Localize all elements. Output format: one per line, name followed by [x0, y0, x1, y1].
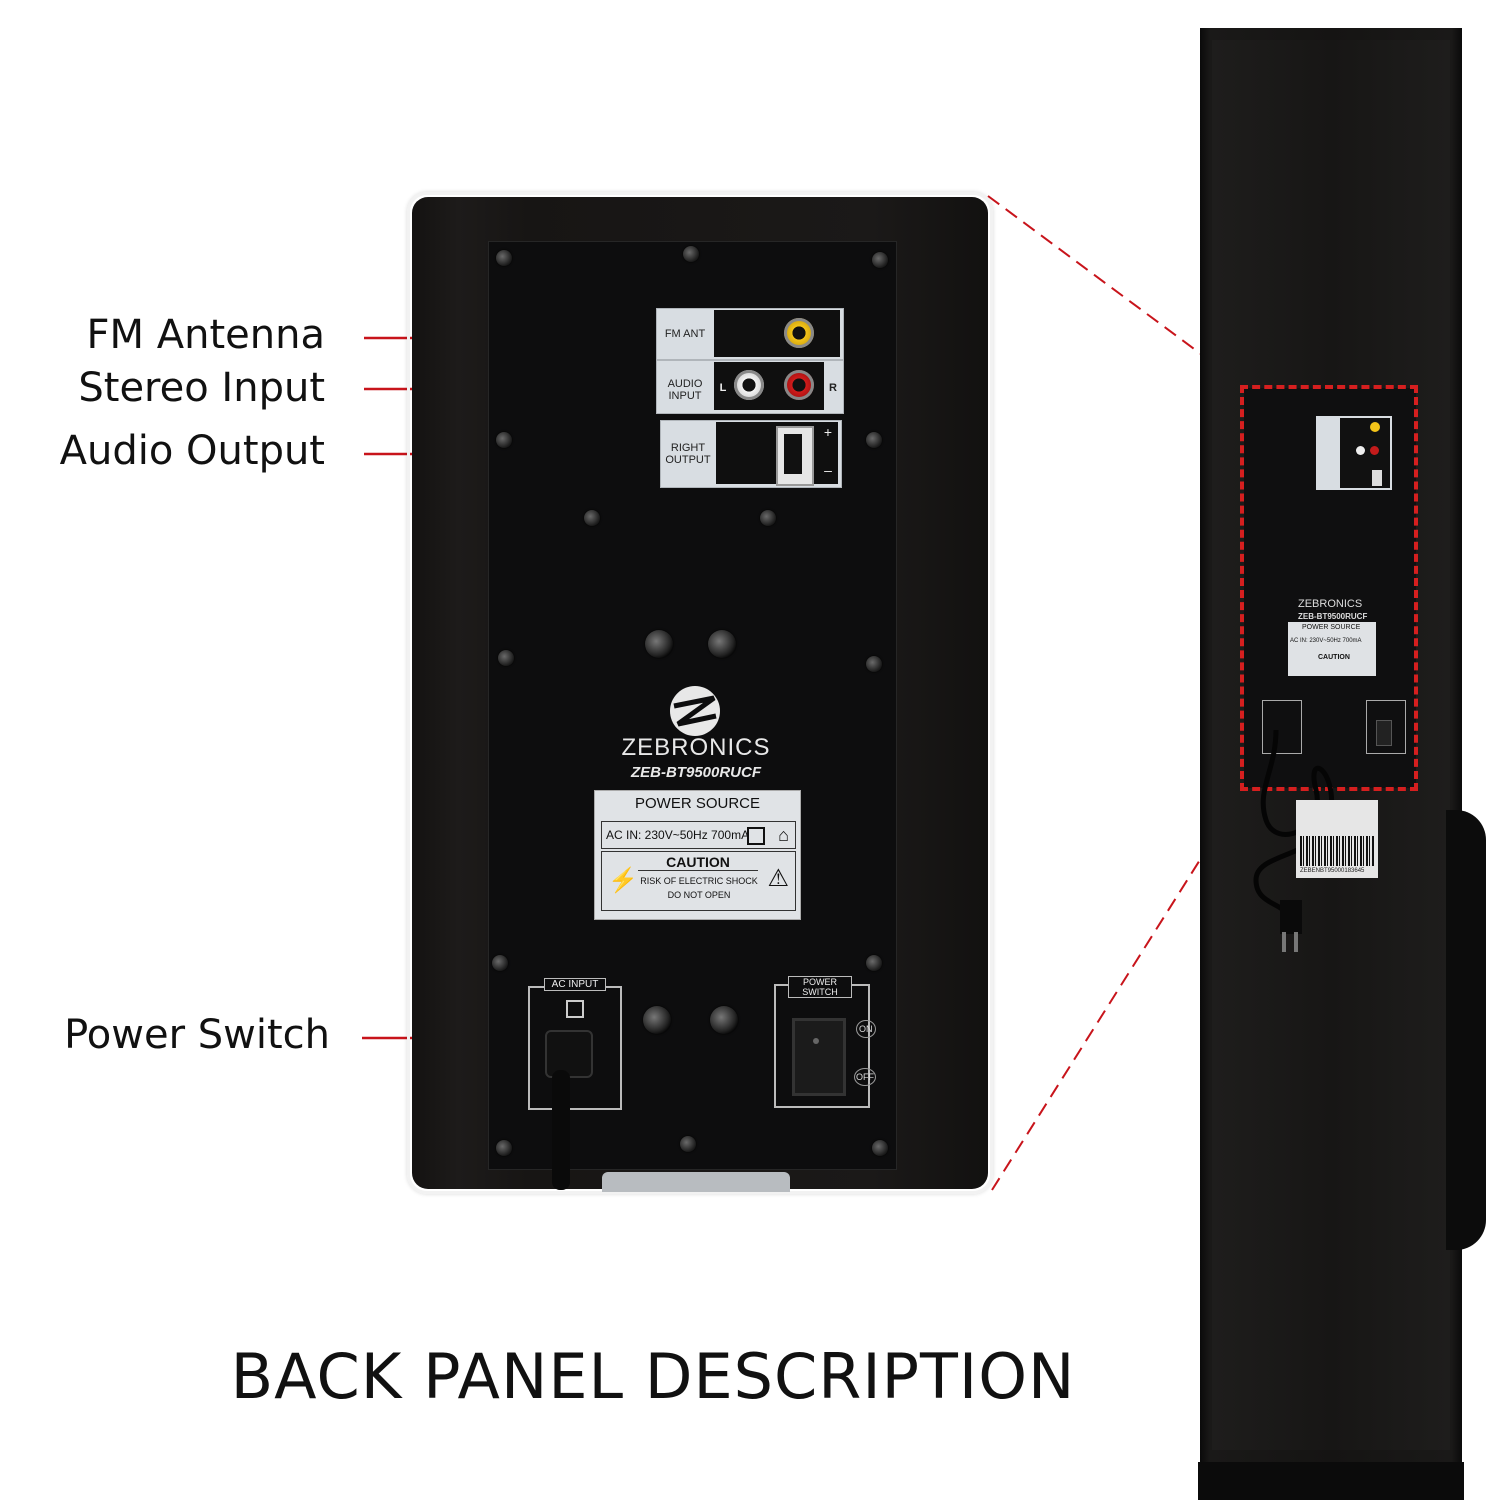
- power-cord: [552, 1070, 570, 1190]
- screw: [496, 250, 512, 266]
- brand-name: ZEBRONICS: [621, 734, 771, 761]
- screw: [645, 630, 673, 658]
- warning-icon: ⚠: [767, 865, 789, 892]
- zebronics-logo-icon: [670, 686, 720, 736]
- right-output-text-1: RIGHT: [670, 442, 706, 454]
- screw: [760, 510, 776, 526]
- screw: [866, 656, 882, 672]
- side-woofer: [1446, 810, 1486, 1250]
- risk-text-2: DO NOT OPEN: [667, 890, 731, 900]
- screw: [866, 432, 882, 448]
- mini-terminal: [1372, 470, 1382, 486]
- screw: [496, 432, 512, 448]
- ac-in-rating: AC IN: 230V~50Hz 700mA ⌂: [601, 821, 796, 849]
- fm-antenna-label: FM Antenna: [86, 312, 325, 358]
- barcode-number: ZEBENBT95000183645: [1300, 868, 1365, 874]
- screw: [492, 955, 508, 971]
- power-source-title: POWER SOURCE: [634, 795, 760, 812]
- minus-mark: –: [824, 462, 832, 478]
- screw: [683, 246, 699, 262]
- risk-text-1: RISK OF ELECTRIC SHOCK: [640, 876, 758, 886]
- audio-input-right-jack[interactable]: [784, 370, 814, 400]
- mini-caution: CAUTION: [1318, 654, 1350, 661]
- rocker-switch[interactable]: [792, 1018, 846, 1096]
- mini-brand: ZEBRONICS: [1298, 598, 1363, 610]
- right-output-text-2: OUTPUT: [665, 454, 711, 466]
- audio-input-left-jack[interactable]: [734, 370, 764, 400]
- mini-model: ZEB-BT9500RUCF: [1298, 612, 1368, 621]
- fm-antenna-jack[interactable]: [784, 318, 814, 348]
- bottom-label-tab: [602, 1172, 790, 1192]
- lightning-icon: ⚡: [608, 867, 638, 894]
- fm-ant-recess: [714, 310, 840, 357]
- right-mark: R: [829, 382, 837, 394]
- screw: [680, 1136, 696, 1152]
- double-insulation-icon: [566, 1000, 584, 1018]
- on-label: ON: [856, 1020, 876, 1038]
- zoom-frame: [407, 192, 993, 1194]
- page-heading: BACK PANEL DESCRIPTION: [230, 1340, 1076, 1413]
- screw: [496, 1140, 512, 1156]
- screw: [584, 510, 600, 526]
- caution-text: CAUTION: [638, 854, 758, 871]
- audio-input-text-1: AUDIO: [667, 378, 703, 390]
- ac-input-label: AC INPUT: [544, 978, 606, 991]
- caution-box: ⚡ CAUTION RISK OF ELECTRIC SHOCK DO NOT …: [601, 851, 796, 911]
- model-number: ZEB-BT9500RUCF: [630, 764, 762, 781]
- plus-mark: +: [823, 424, 833, 440]
- left-mark: L: [719, 382, 727, 394]
- screw: [710, 1006, 738, 1034]
- power-switch-label-tag: POWER SWITCH: [788, 976, 852, 998]
- mini-ac-in: AC IN: 230V~50Hz 700mA: [1290, 638, 1362, 644]
- fm-ant-text: FM ANT: [664, 328, 706, 340]
- rocker-indicator: [813, 1038, 819, 1044]
- mini-switch: [1376, 720, 1392, 746]
- power-switch-label: Power Switch: [64, 1012, 330, 1058]
- mini-power-source: POWER SOURCE: [1302, 624, 1361, 631]
- ac-in-text: AC IN: 230V~50Hz 700mA: [606, 828, 750, 842]
- indoor-use-icon: ⌂: [778, 825, 789, 845]
- mini-red-jack: [1370, 446, 1379, 455]
- tower-base: [1198, 1462, 1464, 1500]
- mini-ac-input-box: [1262, 700, 1302, 754]
- off-label: OFF: [854, 1068, 876, 1086]
- power-source-sticker: POWER SOURCE AC IN: 230V~50Hz 700mA ⌂ ⚡ …: [594, 790, 801, 920]
- mini-power-switch-box: [1366, 700, 1406, 754]
- audio-input-text-2: INPUT: [668, 390, 702, 402]
- audio-output-label: Audio Output: [59, 428, 325, 474]
- screw: [872, 252, 888, 268]
- mini-power-cord: [1253, 730, 1335, 952]
- mini-yellow-jack: [1370, 422, 1380, 432]
- screw: [643, 1006, 671, 1034]
- stereo-input-label: Stereo Input: [78, 365, 325, 411]
- double-insulation-icon: [747, 827, 765, 845]
- screw: [498, 650, 514, 666]
- mini-power-sticker: POWER SOURCE AC IN: 230V~50Hz 700mA CAUT…: [1288, 622, 1376, 676]
- speaker-terminal-slot: [784, 434, 802, 474]
- screw: [708, 630, 736, 658]
- screw: [872, 1140, 888, 1156]
- screw: [866, 955, 882, 971]
- barcode: [1300, 836, 1374, 866]
- zoom-connector-bottom: [991, 789, 1245, 1191]
- power-cord-plug: [545, 1030, 593, 1078]
- mini-white-jack: [1356, 446, 1365, 455]
